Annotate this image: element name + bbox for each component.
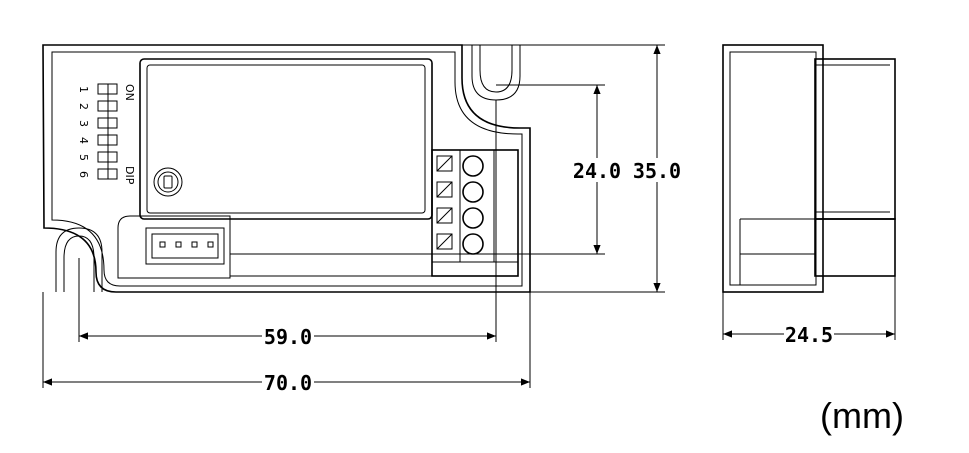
- dip-number: 2: [77, 103, 90, 110]
- dimension-mount-spacing: 59.0: [264, 325, 312, 349]
- dip-number: 4: [77, 137, 90, 144]
- side-view: [722, 44, 896, 293]
- dip-number: 5: [77, 154, 90, 161]
- unit-label: (mm): [820, 395, 904, 436]
- indicator-lens-icon: [153, 167, 183, 197]
- dip-number: 6: [77, 171, 90, 178]
- dimension-depth: 24.5: [785, 323, 833, 347]
- terminal-block: [431, 149, 519, 277]
- dimension-total-height: 35.0: [633, 159, 681, 183]
- dip-number: 3: [77, 120, 90, 127]
- dip-switch-block: [97, 83, 118, 180]
- dip-switch-numbers: 1 2 3 4 5 6: [77, 86, 90, 178]
- dimension-terminal-height: 24.0: [573, 159, 621, 183]
- dip-on-label: ON: [123, 84, 136, 101]
- dip-number: 1: [77, 86, 90, 93]
- front-view: ON DIP 1 2 3 4 5 6: [42, 44, 531, 293]
- dimension-total-length: 70.0: [264, 371, 312, 395]
- dip-label: DIP: [123, 166, 136, 185]
